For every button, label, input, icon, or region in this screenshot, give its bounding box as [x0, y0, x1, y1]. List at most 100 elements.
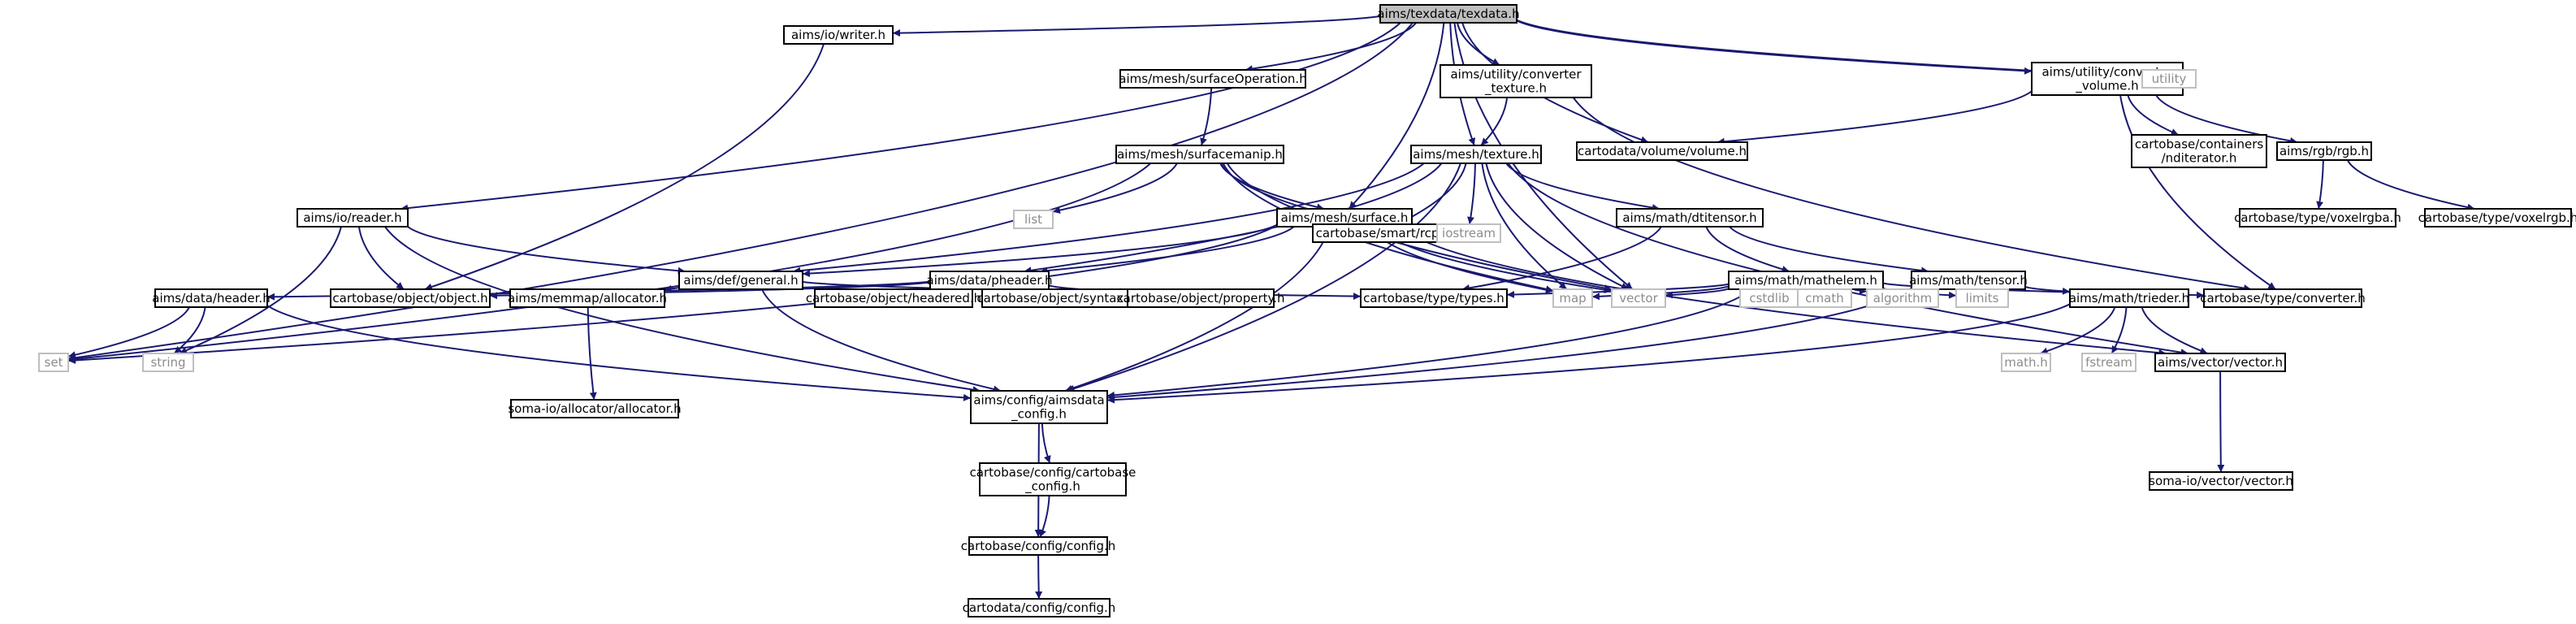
node-cbconfigh[interactable]: cartobase/config/config.h: [961, 536, 1116, 556]
edge-reader-to-object: [357, 226, 405, 290]
node-allocator[interactable]: aims/memmap/allocator.h: [508, 288, 667, 308]
node-surface[interactable]: aims/mesh/surface.h: [1276, 208, 1413, 228]
node-box-texture: [1410, 145, 1542, 164]
edge-texture-to-map: [1481, 162, 1568, 290]
node-object[interactable]: cartobase/object/object.h: [330, 288, 491, 308]
edge-surfmanip-to-surface: [1219, 162, 1325, 211]
edge-trieder-to-mathh: [2040, 306, 2116, 355]
node-label-dtitensor: aims/math/dtitensor.h: [1622, 210, 1756, 225]
node-box-volume: [1576, 141, 1748, 161]
node-types[interactable]: cartobase/type/types.h: [1360, 288, 1508, 308]
node-list: list: [1013, 210, 1054, 229]
node-box-list: [1013, 210, 1054, 229]
node-label-map: map: [1559, 291, 1586, 306]
node-label-cstdlib: cstdlib: [1749, 291, 1789, 306]
edge-cbconfig-to-cbconfigh: [1039, 495, 1050, 538]
node-converter[interactable]: cartobase/type/converter.h: [2200, 288, 2366, 308]
node-box-reader: [297, 208, 409, 228]
node-pheader[interactable]: aims/data/pheader.h: [927, 271, 1053, 290]
node-box-mathh: [2001, 353, 2051, 372]
node-dtitensor[interactable]: aims/math/dtitensor.h: [1616, 208, 1764, 228]
edge-general-to-aimsdataconfig: [760, 288, 1002, 393]
node-cbconfig[interactable]: cartobase/config/cartobase_config.h: [970, 462, 1136, 496]
node-surfop[interactable]: aims/mesh/surfaceOperation.h: [1119, 69, 1307, 89]
node-box-rgb: [2276, 141, 2372, 161]
node-vector: vector: [1611, 288, 1666, 308]
edge-mathelem-to-vector: [1665, 288, 1730, 299]
edge-dtitensor-to-tensor: [1729, 226, 1929, 275]
edge-texdata-to-convvol: [1516, 20, 2033, 75]
node-box-dtitensor: [1616, 208, 1764, 228]
node-syntax[interactable]: cartobase/object/syntax.h: [976, 288, 1136, 308]
node-aimsvector[interactable]: aims/vector/vector.h: [2154, 353, 2286, 372]
node-volume[interactable]: cartodata/volume/volume.h: [1576, 141, 1748, 161]
node-cstdlib: cstdlib: [1739, 288, 1799, 308]
node-label-converter: cartobase/type/converter.h: [2200, 291, 2365, 306]
edge-texture-to-aimsdataconfig: [1067, 162, 1461, 392]
node-general[interactable]: aims/def/general.h: [678, 271, 803, 290]
node-property[interactable]: cartobase/object/property.h: [1116, 288, 1285, 308]
node-fstream: fstream: [2081, 353, 2137, 372]
node-label-mathelem: aims/math/mathelem.h: [1734, 273, 1877, 288]
node-box-surfmanip: [1115, 145, 1284, 164]
node-label-texture: aims/mesh/texture.h: [1413, 147, 1539, 162]
node-label-tensor: aims/math/tensor.h: [1909, 273, 2028, 288]
node-reader[interactable]: aims/io/reader.h: [297, 208, 409, 228]
node-label-limits: limits: [1966, 291, 1999, 306]
node-surfmanip[interactable]: aims/mesh/surfacemanip.h: [1115, 145, 1284, 164]
node-box-somaalloc: [510, 399, 679, 418]
node-label-somavector: soma-io/vector/vector.h: [2149, 474, 2293, 488]
node-texture[interactable]: aims/mesh/texture.h: [1410, 145, 1542, 164]
edge-mathelem-to-aimsdataconfig: [1106, 288, 1753, 399]
edge-surface-to-general: [802, 223, 1278, 278]
edge-surfop-to-surfmanip: [1200, 87, 1213, 146]
node-convtex[interactable]: aims/utility/converter_texture.h: [1440, 64, 1592, 98]
node-box-cdconfig: [968, 598, 1110, 618]
node-label-list: list: [1024, 212, 1042, 227]
node-texdata[interactable]: aims/texdata/texdata.h: [1377, 4, 1520, 24]
node-label-fstream: fstream: [2085, 355, 2132, 370]
node-aimsdataconfig[interactable]: aims/config/aimsdata_config.h: [970, 390, 1108, 424]
edge-rgb-to-voxelrgb: [2346, 159, 2475, 211]
node-voxelrgb[interactable]: cartobase/type/voxelrgb.h: [2418, 208, 2576, 228]
node-writer[interactable]: aims/io/writer.h: [783, 25, 894, 45]
node-box-map: [1552, 288, 1593, 308]
node-box-surfop: [1119, 69, 1306, 89]
node-rgb[interactable]: aims/rgb/rgb.h: [2276, 141, 2372, 161]
node-label-algorithm: algorithm: [1873, 291, 1932, 306]
node-box-types: [1360, 288, 1508, 308]
node-utility: utility: [2141, 69, 2197, 89]
node-label-utility: utility: [2152, 72, 2187, 86]
node-voxelrgba[interactable]: cartobase/type/voxelrgba.h: [2234, 208, 2401, 228]
node-box-voxelrgb: [2424, 208, 2572, 228]
node-label-allocator: aims/memmap/allocator.h: [508, 291, 667, 306]
node-label-headered: cartobase/object/headered.h: [806, 291, 981, 306]
node-box-property: [1127, 288, 1275, 308]
node-box-string: [142, 353, 194, 372]
node-trieder[interactable]: aims/math/trieder.h: [2069, 288, 2189, 308]
edge-writer-to-object: [424, 43, 825, 291]
node-box-iostream: [1436, 223, 1501, 243]
node-label-aimsdataconfig-line0: aims/config/aimsdata: [973, 393, 1104, 408]
node-label-surface: aims/mesh/surface.h: [1281, 210, 1409, 225]
node-label-somaalloc: soma-io/allocator/allocator.h: [508, 401, 681, 416]
node-somaalloc[interactable]: soma-io/allocator/allocator.h: [508, 399, 682, 418]
node-somavector[interactable]: soma-io/vector/vector.h: [2149, 471, 2293, 491]
node-label-nditerator-line1: /nditerator.h: [2162, 151, 2237, 166]
node-label-string: string: [150, 355, 185, 370]
node-header[interactable]: aims/data/header.h: [152, 288, 271, 308]
node-tensor[interactable]: aims/math/tensor.h: [1909, 271, 2028, 290]
node-nditerator[interactable]: cartobase/containers/nditerator.h: [2131, 134, 2267, 168]
node-box-texdata: [1379, 4, 1517, 24]
node-headered[interactable]: cartobase/object/headered.h: [806, 288, 981, 308]
edge-allocator-to-somaalloc: [587, 306, 597, 401]
node-label-rcptr: cartobase/smart/rcptr.h: [1316, 226, 1460, 240]
node-box-set: [38, 353, 69, 372]
node-label-convtex-line0: aims/utility/converter: [1450, 67, 1582, 82]
node-rcptr[interactable]: cartobase/smart/rcptr.h: [1312, 223, 1463, 243]
node-cdconfig[interactable]: cartodata/config/config.h: [963, 598, 1116, 618]
node-label-header: aims/data/header.h: [152, 291, 270, 306]
node-mathelem[interactable]: aims/math/mathelem.h: [1728, 271, 1884, 290]
edge-reader-to-general: [407, 226, 686, 275]
